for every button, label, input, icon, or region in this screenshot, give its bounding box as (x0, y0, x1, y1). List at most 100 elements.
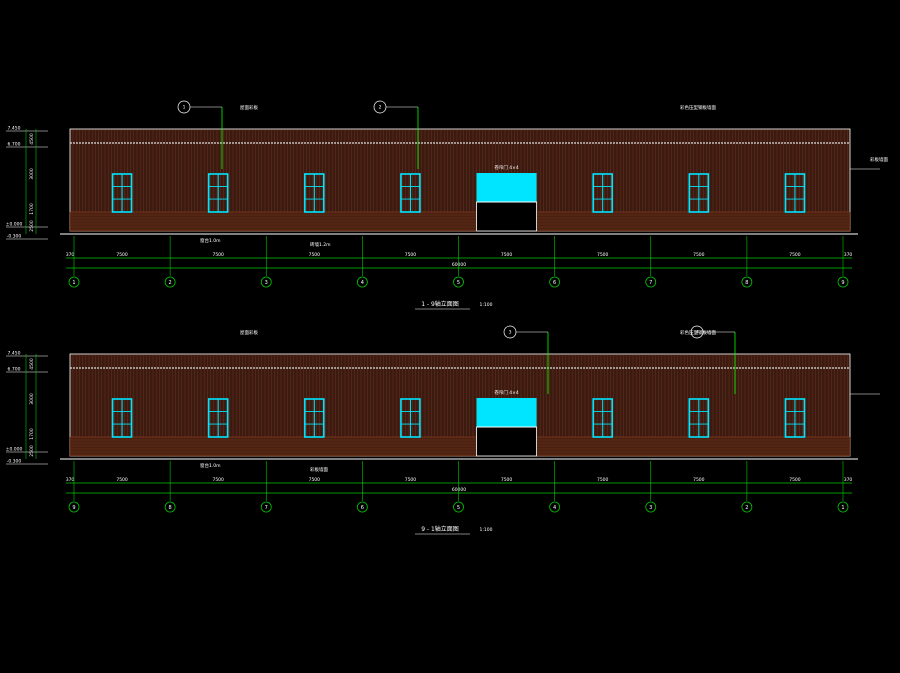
total-dim: 60000 (452, 487, 466, 493)
axis-label: 2 (169, 280, 172, 286)
window (304, 173, 325, 213)
brick-base (69, 436, 851, 457)
axis-bubble (68, 501, 80, 513)
level-value: ±0.000 (6, 222, 23, 228)
section-height: 4500 (29, 358, 35, 370)
callout-number: 2 (379, 105, 382, 111)
section-height: 2500 (29, 220, 35, 232)
axis-label: 8 (745, 280, 748, 286)
window (592, 398, 613, 438)
level-value: 6.700 (8, 367, 21, 373)
annotation-note: 窗台1.0m (200, 462, 221, 469)
axis-bubble (741, 276, 753, 288)
panel-ribs (72, 130, 848, 212)
axis-bubble (260, 276, 272, 288)
axis-bubble (549, 501, 561, 513)
brick-courses (70, 439, 850, 456)
level-value: 7.450 (8, 126, 21, 132)
window (400, 398, 421, 438)
annotation-note: 彩板墙面 (870, 156, 888, 163)
span-dim: 7500 (693, 477, 705, 483)
annotation-note: 窗台1.0m (200, 237, 221, 244)
rolling-door-opening (476, 201, 537, 232)
callout-number: 3 (509, 330, 512, 336)
window (304, 398, 325, 438)
axis-bubble (549, 276, 561, 288)
callout-number: 4 (696, 330, 699, 336)
window (400, 173, 421, 213)
end-dim: 370 (844, 477, 853, 483)
axis-label: 6 (361, 505, 364, 511)
span-dim: 7500 (405, 252, 417, 258)
span-dim: 7500 (693, 252, 705, 258)
level-value: -0.300 (7, 459, 22, 465)
axis-bubble (356, 501, 368, 513)
axis-bubble (837, 276, 849, 288)
axis-bubble (68, 276, 80, 288)
door-label: 卷帘门 4×4 (494, 389, 519, 396)
span-dim: 7500 (597, 252, 609, 258)
axis-label: 5 (457, 280, 460, 286)
elevation-9-1: 卷帘门 4×47.4506.700±0.000-0.30045003000170… (6, 325, 880, 535)
annotation-note: 彩色压型钢板墙面 (680, 104, 716, 111)
panel-ribs (72, 355, 848, 437)
end-dim: 370 (66, 252, 75, 258)
axis-label: 5 (457, 505, 460, 511)
window (688, 398, 710, 438)
span-dim: 7500 (309, 252, 321, 258)
span-dim: 7500 (597, 477, 609, 483)
axis-bubble (164, 501, 176, 513)
level-value: 6.700 (8, 142, 21, 148)
window (111, 173, 133, 213)
axis-bubble (645, 501, 657, 513)
annotation-note: 屋面彩板 (240, 104, 258, 111)
axis-bubble (453, 501, 464, 513)
elevation-title: 9 - 1轴立面图 (421, 525, 459, 533)
span-dim: 7500 (501, 252, 513, 258)
annotation-note: 彩色压型钢板墙面 (680, 329, 716, 336)
section-height: 2500 (29, 445, 35, 457)
elevation-scale: 1:100 (480, 527, 493, 533)
annotation-note: 屋面彩板 (240, 329, 258, 336)
axis-label: 1 (841, 505, 844, 511)
window (688, 173, 710, 213)
elevation-1-9: 卷帘门 4×47.4506.700±0.000-0.30045003000170… (6, 100, 888, 310)
axis-bubble (741, 501, 753, 513)
rolling-door-head (476, 173, 537, 202)
span-dim: 7500 (501, 477, 513, 483)
rolling-door-head (476, 398, 537, 427)
total-dim: 60000 (452, 262, 466, 268)
window (784, 173, 806, 213)
span-dim: 7500 (789, 477, 801, 483)
axis-label: 4 (553, 505, 556, 511)
axis-label: 8 (169, 505, 172, 511)
brick-courses (70, 214, 850, 231)
span-dim: 7500 (212, 477, 224, 483)
level-value: ±0.000 (6, 447, 23, 453)
door-label: 卷帘门 4×4 (494, 164, 519, 171)
axis-bubble (645, 276, 657, 288)
window (784, 398, 806, 438)
section-height: 4500 (29, 133, 35, 145)
end-dim: 370 (844, 252, 853, 258)
span-dim: 7500 (405, 477, 417, 483)
axis-bubble (164, 276, 176, 288)
span-dim: 7500 (212, 252, 224, 258)
section-height: 3000 (29, 393, 35, 405)
window (592, 173, 613, 213)
window (207, 173, 229, 213)
section-height: 3000 (29, 168, 35, 180)
axis-bubble (356, 276, 368, 288)
axis-bubble (260, 501, 272, 513)
callout-number: 1 (183, 105, 186, 111)
brick-base (69, 211, 851, 232)
